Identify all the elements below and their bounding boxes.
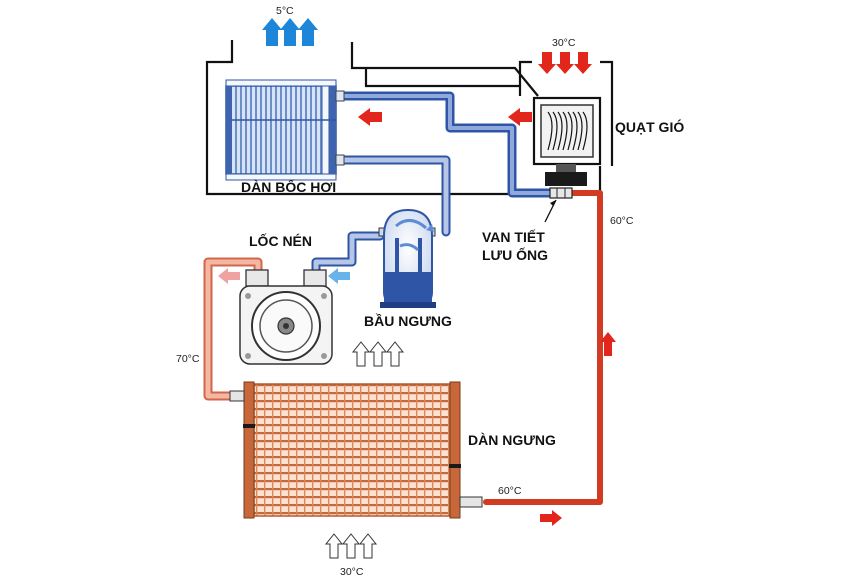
- air-duct-outline: [205, 40, 614, 196]
- discharge-line-temp: 70°C: [176, 353, 200, 365]
- valve-label-line2: LƯU ỐNG: [482, 246, 548, 263]
- suction-pipe-compressor: [311, 231, 385, 277]
- compressor: [239, 269, 333, 365]
- refrigerant-pipes: [203, 91, 603, 505]
- condenser-label: DÀN NGƯNG: [468, 432, 556, 448]
- fan-air-temp: 30°C: [552, 37, 576, 49]
- compressor-label: LỐC NÉN: [249, 232, 312, 249]
- fan-label: QUẠT GIÓ: [615, 118, 684, 135]
- condenser-outlet-temp: 60°C: [498, 485, 522, 497]
- blue-up-arrows-icon: [262, 18, 318, 46]
- evaporator-coil: [225, 79, 345, 181]
- condenser-air-temp: 30°C: [340, 566, 364, 578]
- cold-air-temp: 5°C: [276, 5, 294, 17]
- receiver-label: BẦU NGƯNG: [364, 313, 452, 329]
- blower-fan: [532, 96, 602, 186]
- liquid-line-temp: 60°C: [610, 215, 634, 227]
- white-up-arrows-icon: [351, 341, 405, 367]
- white-up-arrows-icon: [324, 533, 378, 559]
- valve-label-line1: VAN TIẾT: [482, 229, 545, 245]
- evaporator-label: DÀN BỐC HƠI: [241, 178, 336, 195]
- expansion-valve: [544, 187, 573, 223]
- condenser-coil: [229, 381, 483, 519]
- red-down-arrows-icon: [538, 52, 592, 74]
- liquid-line-pipe: [483, 190, 603, 505]
- flow-direction-arrow-icon: [218, 108, 616, 526]
- receiver-drier: [378, 208, 436, 308]
